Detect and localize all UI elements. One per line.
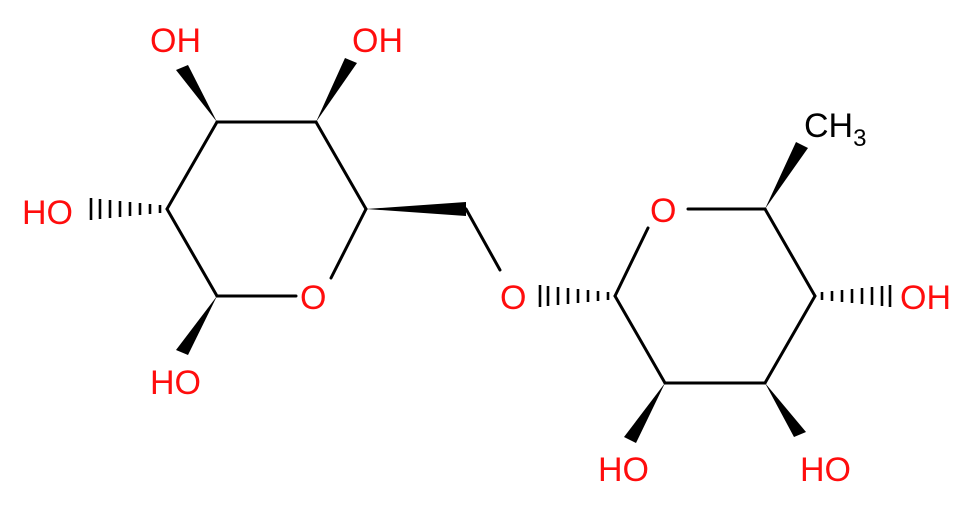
bond-c3-c4 xyxy=(763,294,817,385)
label-ho-bottom-right: HO xyxy=(800,451,851,489)
bond-ch2-o xyxy=(464,207,502,272)
wedge-c1-oh xyxy=(176,65,217,122)
wedge-c6-oh xyxy=(176,296,217,355)
label-ho-left: HO xyxy=(22,194,73,232)
hash-c4-oh xyxy=(820,285,892,307)
label-oh-right: OH xyxy=(900,279,951,317)
label-ring1-oxygen: O xyxy=(300,279,326,317)
bond-c5-c4 xyxy=(763,207,817,298)
hash-c5-oh xyxy=(89,198,162,220)
wedge-c5-ch3 xyxy=(765,142,808,209)
bond-o2-c1 xyxy=(613,226,650,298)
label-ho-bottom-left: HO xyxy=(150,364,201,402)
bond-o1-c3 xyxy=(329,207,368,280)
label-glycosidic-oxygen: O xyxy=(500,279,526,317)
label-ho-bottom-mid: HO xyxy=(598,451,649,489)
label-ring2-oxygen: O xyxy=(650,192,676,230)
hash-c1-o xyxy=(538,285,610,307)
bond-c5-c6 xyxy=(165,207,219,298)
wedge-c3-oh xyxy=(765,383,806,437)
wedge-c2-oh xyxy=(316,58,357,122)
bond-c2-c3 xyxy=(314,120,368,211)
bond-c1-c2 xyxy=(613,294,667,385)
label-oh-top-left: OH xyxy=(150,22,201,60)
label-oh-top-right: OH xyxy=(352,22,403,60)
label-methyl-sub: 3 xyxy=(853,125,866,152)
label-methyl-ch: CH xyxy=(804,107,853,145)
bond-c1-c5 xyxy=(165,120,219,211)
wedge-c3-ch2 xyxy=(366,202,466,216)
label-methyl: CH3 xyxy=(804,107,866,152)
wedge-c2-oh xyxy=(624,383,665,443)
